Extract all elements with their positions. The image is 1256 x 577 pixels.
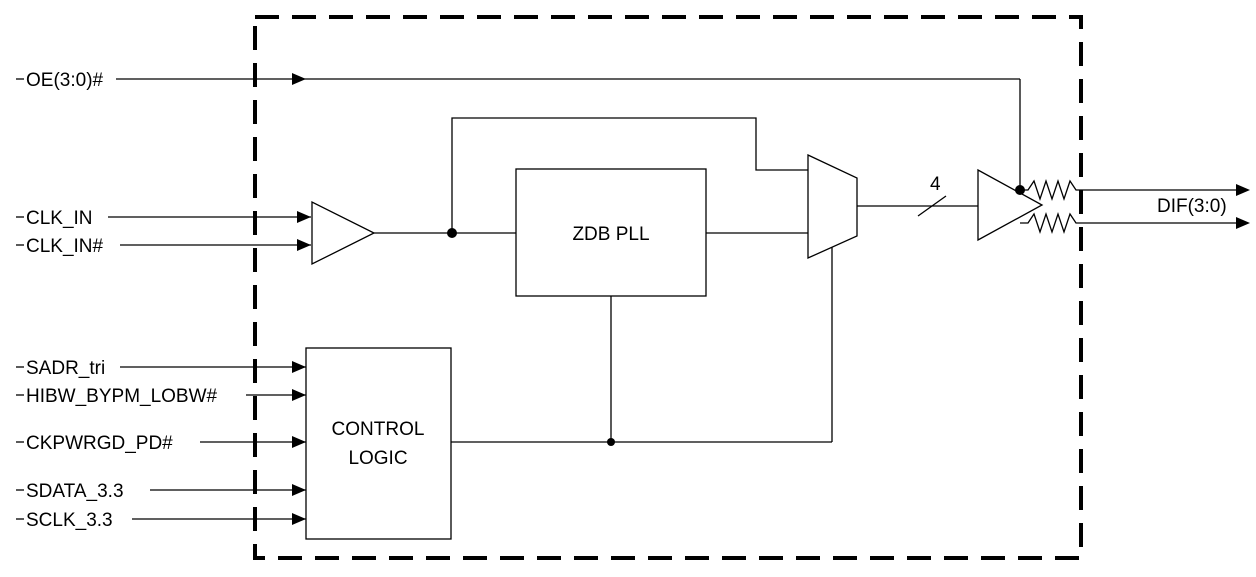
input-sdata: SDATA_3.3 xyxy=(16,481,306,502)
output-driver-icon xyxy=(977,168,1044,242)
bus-width-label: 4 xyxy=(930,174,941,195)
arrow-icon xyxy=(292,513,306,525)
input-clk-in-n-label: CLK_IN# xyxy=(26,236,104,257)
arrow-icon xyxy=(297,239,311,251)
arrow-icon xyxy=(292,73,306,85)
control-logic-label-line1: CONTROL xyxy=(332,419,425,440)
zdb-pll-label: ZDB PLL xyxy=(572,224,649,245)
control-logic-label-line2: LOGIC xyxy=(348,448,407,469)
output-dif-label: DIF(3:0) xyxy=(1157,196,1227,217)
input-sadr-label: SADR_tri xyxy=(26,358,105,379)
input-clk-in-n: CLK_IN# xyxy=(16,236,311,257)
arrow-icon xyxy=(297,211,311,223)
multiplexer-icon xyxy=(807,153,858,260)
resistor-icon xyxy=(1020,178,1236,202)
arrow-icon xyxy=(292,484,306,496)
input-buffer-icon xyxy=(311,200,376,266)
input-hibw: HIBW_BYPM_LOBW# xyxy=(16,386,306,407)
input-oe-label: OE(3:0)# xyxy=(26,70,104,91)
junction-dot xyxy=(607,438,615,446)
arrow-icon xyxy=(292,361,306,373)
arrow-icon xyxy=(292,436,306,448)
arrow-icon xyxy=(292,389,306,401)
input-clk-in: CLK_IN xyxy=(16,208,311,229)
control-logic-block xyxy=(305,347,452,540)
arrow-icon xyxy=(1236,217,1250,229)
resistor-icon xyxy=(1020,211,1236,235)
bus-slash xyxy=(917,195,947,217)
input-ckpwrgd-label: CKPWRGD_PD# xyxy=(26,433,173,454)
zdb-pll-block xyxy=(515,168,707,297)
input-ckpwrgd: CKPWRGD_PD# xyxy=(16,433,306,454)
input-sclk-label: SCLK_3.3 xyxy=(26,510,113,531)
arrow-icon xyxy=(1236,184,1250,196)
input-hibw-label: HIBW_BYPM_LOBW# xyxy=(26,386,218,407)
input-oe: OE(3:0)# xyxy=(16,70,1020,91)
device-boundary xyxy=(253,15,1083,560)
input-sdata-label: SDATA_3.3 xyxy=(26,481,124,502)
input-sadr: SADR_tri xyxy=(16,358,306,379)
input-clk-in-label: CLK_IN xyxy=(26,208,93,229)
input-sclk: SCLK_3.3 xyxy=(16,510,306,531)
